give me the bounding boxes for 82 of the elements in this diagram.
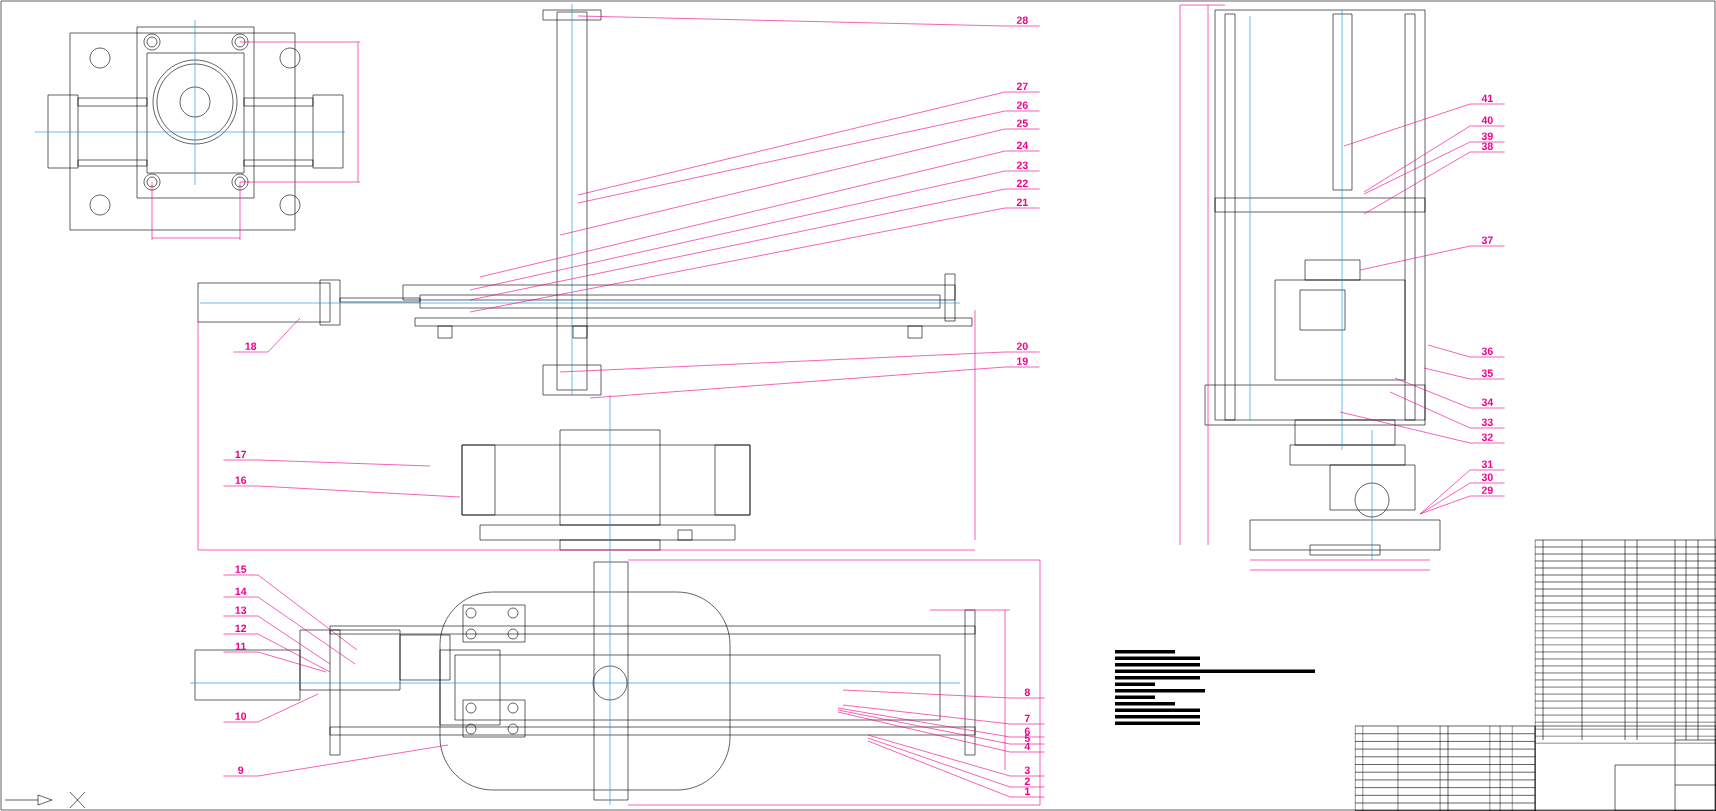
callout-number: 36 bbox=[1481, 347, 1493, 355]
callout-number: 28 bbox=[1016, 16, 1028, 24]
leader-line bbox=[1339, 411, 1505, 444]
callout-number: 15 bbox=[235, 565, 247, 573]
callout-number: 30 bbox=[1481, 473, 1493, 481]
leader-line bbox=[1363, 141, 1505, 195]
callout-number: 1 bbox=[1025, 787, 1030, 795]
leader-line bbox=[1423, 367, 1505, 380]
callout-number: 19 bbox=[1017, 357, 1028, 365]
callout-number: 8 bbox=[1024, 688, 1030, 696]
leader-line bbox=[1394, 377, 1505, 409]
leader-line bbox=[1363, 151, 1505, 215]
callout-number: 39 bbox=[1481, 132, 1493, 140]
callout-number: 25 bbox=[1016, 119, 1028, 127]
callout-number: 3 bbox=[1024, 766, 1030, 774]
callout-number: 6 bbox=[1024, 727, 1030, 735]
callout-number: 16 bbox=[235, 476, 247, 484]
leader-line bbox=[223, 574, 358, 651]
leader-line bbox=[1343, 103, 1505, 147]
callout-number: 27 bbox=[1016, 82, 1028, 90]
callout-number: 34 bbox=[1481, 398, 1494, 406]
leader-line bbox=[867, 737, 1045, 788]
callout-number: 31 bbox=[1481, 460, 1493, 468]
leader-line bbox=[837, 709, 1045, 745]
leader-line bbox=[1363, 125, 1505, 193]
leader-line bbox=[223, 693, 319, 723]
callout-number: 38 bbox=[1481, 142, 1493, 150]
callout-number: 24 bbox=[1016, 141, 1029, 149]
callout-number: 21 bbox=[1016, 198, 1028, 206]
leader-line bbox=[223, 651, 327, 673]
callout-number: 12 bbox=[235, 624, 247, 632]
leader-line bbox=[577, 91, 1040, 196]
leader-line bbox=[867, 734, 1045, 777]
leader-line bbox=[559, 351, 1040, 373]
leader-line bbox=[837, 711, 1045, 753]
callout-number: 37 bbox=[1481, 236, 1493, 244]
leader-line bbox=[842, 704, 1045, 725]
callout-number: 10 bbox=[235, 712, 247, 720]
leader-line bbox=[559, 128, 1040, 236]
leader-line bbox=[837, 707, 1045, 738]
leader-line bbox=[223, 459, 431, 467]
leader-line bbox=[469, 170, 1040, 291]
callout-number: 7 bbox=[1024, 714, 1030, 722]
leader-line bbox=[469, 188, 1040, 301]
leader-line bbox=[469, 207, 1040, 313]
callout-number: 14 bbox=[235, 587, 247, 595]
leader-line bbox=[1389, 391, 1505, 429]
leader-line bbox=[1419, 495, 1505, 515]
leader-line bbox=[223, 744, 449, 777]
callout-number: 29 bbox=[1481, 486, 1493, 494]
callout-number: 4 bbox=[1024, 742, 1031, 750]
leader-line bbox=[577, 110, 1040, 204]
callout-number: 33 bbox=[1481, 418, 1493, 426]
leader-line bbox=[233, 317, 301, 353]
leader-line bbox=[479, 150, 1040, 278]
callout-number: 41 bbox=[1481, 94, 1493, 102]
callout-number: 20 bbox=[1016, 342, 1028, 350]
leader-line bbox=[589, 366, 1040, 399]
leader-line bbox=[1419, 469, 1505, 515]
callout-number: 9 bbox=[238, 766, 244, 774]
leader-line bbox=[1427, 344, 1505, 358]
leader-line bbox=[1359, 245, 1505, 271]
leader-line bbox=[1419, 482, 1505, 515]
leader-line bbox=[223, 633, 331, 673]
leader-line bbox=[867, 740, 1045, 798]
leader-line bbox=[842, 689, 1045, 699]
callout-number: 13 bbox=[235, 606, 247, 614]
callout-number: 11 bbox=[235, 642, 246, 650]
leader-line bbox=[577, 15, 1040, 27]
callout-number: 18 bbox=[245, 342, 257, 350]
callout-number: 35 bbox=[1481, 369, 1493, 377]
callout-number: 22 bbox=[1016, 179, 1028, 187]
callout-number: 23 bbox=[1016, 161, 1028, 169]
leader-line bbox=[223, 596, 356, 665]
callout-number: 2 bbox=[1024, 777, 1030, 785]
callout-number: 17 bbox=[235, 450, 247, 458]
leader-line bbox=[223, 485, 461, 498]
callout-number: 26 bbox=[1016, 101, 1028, 109]
leader-line bbox=[223, 615, 331, 665]
callout-number: 5 bbox=[1024, 734, 1030, 742]
callout-number: 40 bbox=[1481, 116, 1493, 124]
callout-number: 32 bbox=[1481, 433, 1493, 441]
